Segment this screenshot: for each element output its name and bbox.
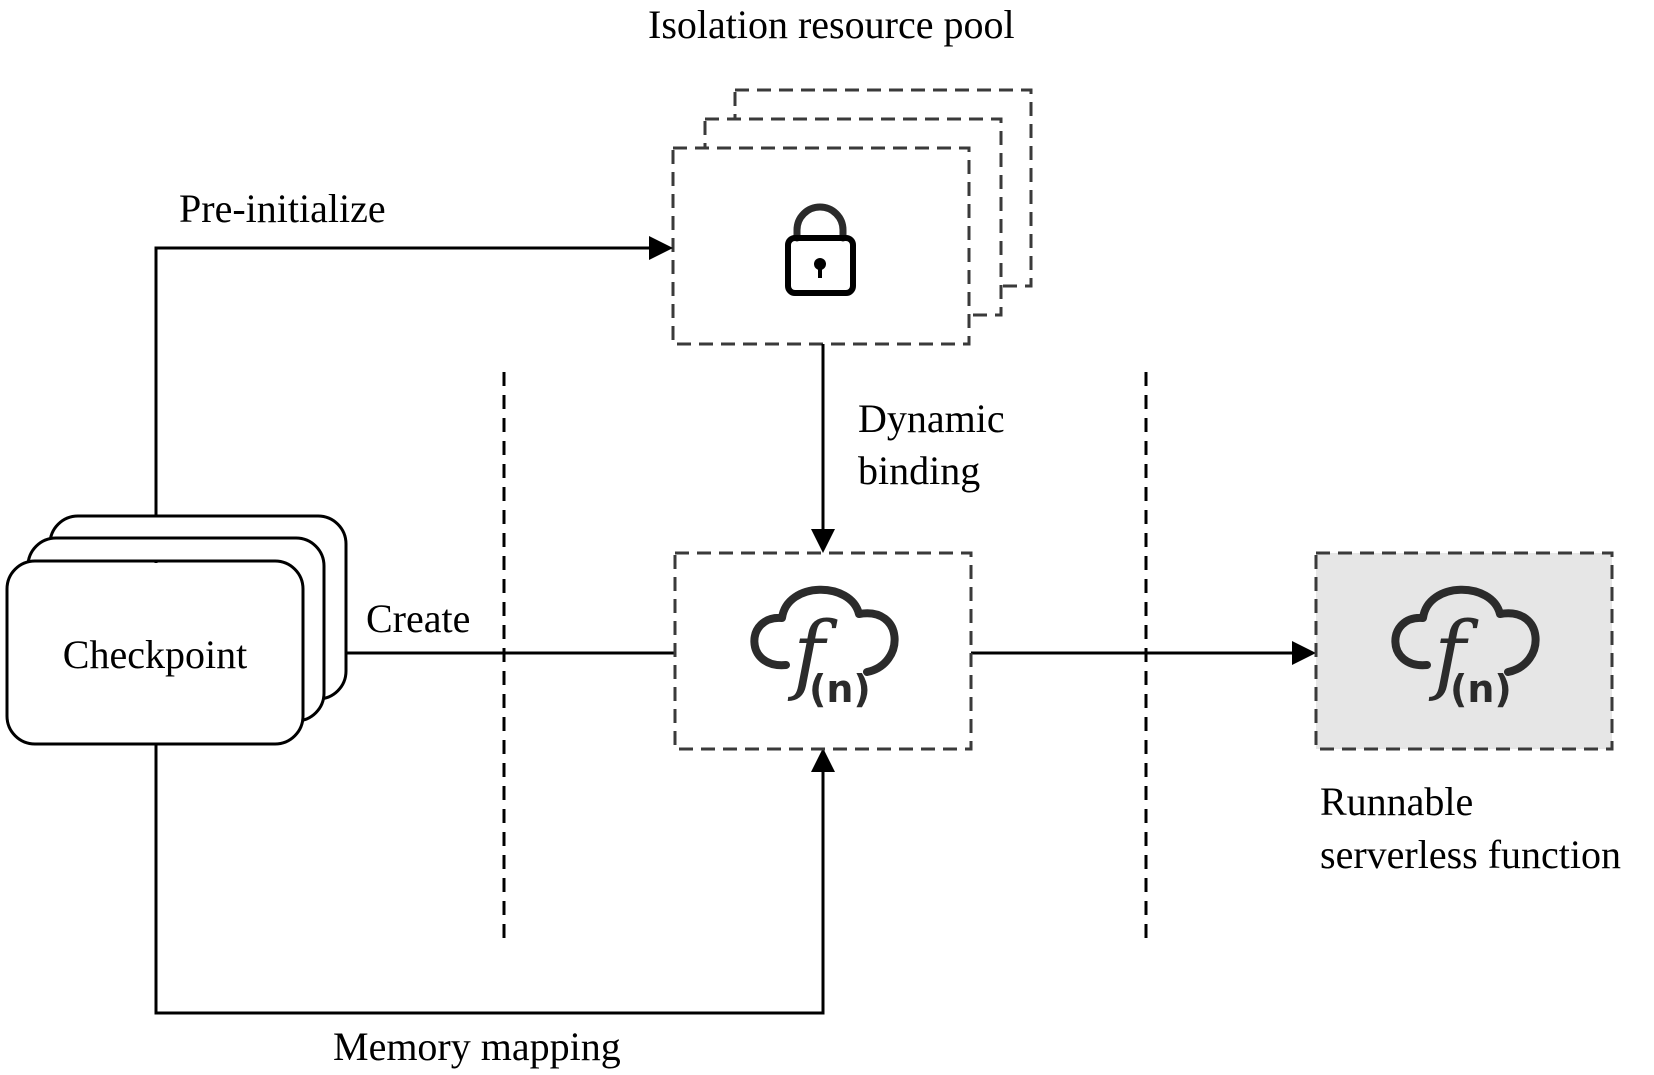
pre-initialize-arrow xyxy=(154,246,650,560)
pool-title: Isolation resource pool xyxy=(648,2,1015,47)
function-arg: (n) xyxy=(809,667,871,711)
checkpoint-label: Checkpoint xyxy=(63,632,247,677)
runnable-box-frame xyxy=(1314,551,1614,751)
memory-mapping-label: Memory mapping xyxy=(333,1024,621,1069)
dynamic-binding-label-line2: binding xyxy=(858,448,980,493)
lock-icon xyxy=(785,203,856,296)
pool-box-front xyxy=(671,146,971,346)
runnable-function-box: f (n) xyxy=(1314,551,1614,751)
function-box: f (n) xyxy=(673,551,973,751)
runnable-function-arg: (n) xyxy=(1450,667,1512,711)
connectors xyxy=(154,236,1316,1015)
isolation-resource-pool xyxy=(671,88,1033,346)
memory-mapping-arrow xyxy=(154,745,825,1015)
dynamic-binding-label-line1: Dynamic xyxy=(858,396,1005,441)
runnable-label-line2: serverless function xyxy=(1320,832,1621,877)
create-label: Create xyxy=(366,596,470,641)
function-box-frame xyxy=(673,551,973,751)
pre-initialize-label: Pre-initialize xyxy=(179,186,386,231)
runnable-label-line1: Runnable xyxy=(1320,779,1473,824)
checkpoint-stack xyxy=(5,514,348,746)
